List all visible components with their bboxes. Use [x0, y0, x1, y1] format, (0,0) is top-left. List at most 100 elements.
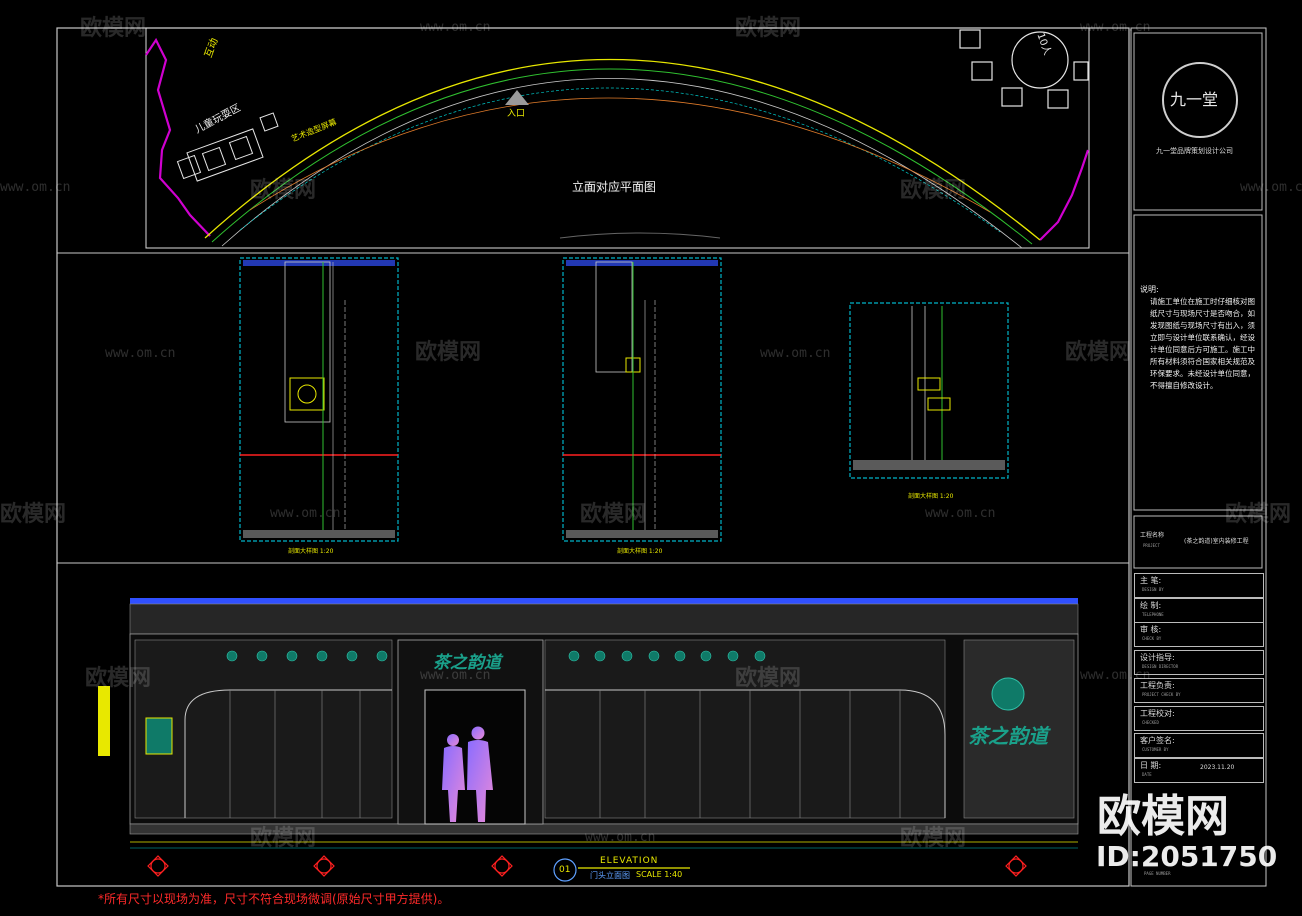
- watermark-brand: 欧模网: [415, 340, 482, 365]
- section-2: [562, 257, 722, 542]
- plan-label-entrance: 入口: [507, 109, 526, 119]
- plan-tables-left: [176, 112, 279, 182]
- watermark-url: www.om.cn: [1240, 180, 1302, 195]
- title-block-row-sub: CHECKED: [1142, 720, 1159, 725]
- title-block-lines: [1133, 32, 1263, 569]
- company-logo-ring: [1162, 62, 1238, 138]
- brand-emblem: [991, 677, 1025, 711]
- title-block-row-sub: CHECK BY: [1142, 636, 1162, 641]
- section-caption-3: 剖面大样图 1:20: [908, 493, 954, 500]
- watermark-brand: 欧模网: [900, 178, 967, 203]
- title-block-row: [1134, 573, 1264, 598]
- elevation-number: 01: [559, 865, 571, 875]
- elev-fascia: [129, 603, 1079, 635]
- watermark-url: www.om.cn: [0, 180, 71, 195]
- plan-round-table: [959, 29, 1089, 109]
- watermark-brand: 欧模网: [0, 502, 67, 527]
- plan-view: [145, 27, 1090, 249]
- wall-brand-text: 茶之韵道: [968, 724, 1048, 748]
- plan-arc-inner: [221, 78, 1023, 249]
- elevation-scale: SCALE 1:40: [636, 870, 683, 879]
- title-block-row-sub: DESIGN BY: [1142, 587, 1164, 592]
- watermark-url: www.om.cn: [580, 180, 651, 195]
- blade-sign: [98, 686, 110, 756]
- title-block-row: [1134, 650, 1264, 675]
- watermark-big-brand: 欧模网: [1097, 791, 1229, 842]
- title-block-row: [1134, 678, 1264, 703]
- elevation-subtitle: 门头立面图: [590, 871, 630, 880]
- watermark-id: ID:2051750: [1096, 840, 1278, 873]
- title-block-row-label: 客户签名:: [1140, 736, 1175, 745]
- title-block-row-label: 日 期:: [1140, 761, 1162, 770]
- plan-wall-left: [145, 37, 211, 237]
- watermark-brand: 欧模网: [1065, 340, 1132, 365]
- title-block-row-label: 绘 制:: [1140, 601, 1162, 610]
- title-block-row-label: 工程校对:: [1140, 709, 1175, 718]
- project-name: (茶之韵道)室内装修工程: [1184, 538, 1249, 545]
- plan-hint: [559, 232, 721, 239]
- elevation-title: ELEVATION: [600, 856, 659, 866]
- watermark-url: www.om.cn: [1080, 20, 1151, 35]
- watermark-url: www.om.cn: [105, 346, 176, 361]
- title-block-row-sub: TELEPHONE: [1142, 612, 1164, 617]
- watermark-url: www.om.cn: [420, 668, 491, 683]
- title-block-row-value: 2023.11.20: [1200, 764, 1235, 771]
- elev-base: [129, 823, 1079, 835]
- watermark-brand: 欧模网: [735, 666, 802, 691]
- section-caption-1: 剖面大样图 1:20: [288, 548, 334, 555]
- door-sign-text: 茶之韵道: [433, 653, 501, 673]
- entrance-marker: [505, 90, 529, 105]
- title-block-row-sub: DATE: [1142, 772, 1152, 777]
- project-label: 工程名称: [1140, 532, 1165, 539]
- watermark-brand: 欧模网: [735, 16, 802, 41]
- plan-arc-outer: [204, 58, 1041, 241]
- plan-title: 立面对应平面图: [572, 180, 657, 194]
- axis-markers: [147, 855, 1027, 877]
- watermark-brand: 欧模网: [1225, 502, 1292, 527]
- watermark-brand: 欧模网: [900, 826, 967, 851]
- watermark-url: www.om.cn: [270, 506, 341, 521]
- elevation-view: [98, 598, 1079, 882]
- watermark-brand: 欧模网: [250, 826, 317, 851]
- notes-heading: 说明:: [1140, 285, 1159, 294]
- title-block-row-sub: PROJECT CHECK BY: [1142, 692, 1181, 697]
- elev-title-bubble: [553, 858, 577, 882]
- plan-arc-green: [211, 68, 1033, 245]
- plan-arc-orange: [249, 97, 991, 213]
- watermark-url: www.om.cn: [760, 346, 831, 361]
- section-3: [849, 302, 1009, 479]
- title-block-row: [1134, 706, 1264, 731]
- company-logo-text: 九一堂: [1170, 90, 1219, 109]
- people-silhouette: [442, 726, 493, 822]
- plan-arc-dim: [239, 87, 1001, 233]
- title-block-row-label: 设计指导:: [1140, 653, 1175, 662]
- watermark-url: www.om.cn: [925, 506, 996, 521]
- section-1: [239, 257, 399, 542]
- title-block-row-label: 工程负责:: [1140, 681, 1175, 690]
- title-block-row-label: 主 笔:: [1140, 576, 1162, 585]
- watermark-brand: 欧模网: [580, 502, 647, 527]
- title-block-row: [1134, 733, 1264, 758]
- footer-note: *所有尺寸以现场为准，尺寸不符合现场微调(原始尺寸甲方提供)。: [98, 892, 450, 906]
- elev-top-band: [130, 598, 1078, 604]
- plan-wall-right: [1039, 149, 1090, 241]
- title-block-row: [1134, 622, 1264, 647]
- watermark-brand: 欧模网: [85, 666, 152, 691]
- section-caption-2: 剖面大样图 1:20: [617, 548, 663, 555]
- company-name: 九一堂品牌策划设计公司: [1156, 147, 1233, 155]
- watermark-brand: 欧模网: [80, 16, 147, 41]
- page-number-label: PAGE NUMBER: [1144, 871, 1171, 876]
- title-block-row: [1134, 758, 1264, 783]
- title-block-row-label: 审 核:: [1140, 625, 1162, 634]
- notes-body: 请施工单位在施工时仔细核对图纸尺寸与现场尺寸是否吻合，如发现图纸与现场尺寸有出入…: [1150, 297, 1255, 390]
- project-label-en: PROJECT: [1143, 543, 1160, 548]
- title-block-row-sub: CUSTOMER BY: [1142, 747, 1169, 752]
- title-block-row-sub: DESIGN DIRECTOR: [1142, 664, 1179, 669]
- title-block-border: [1130, 27, 1267, 887]
- elev-ornaments: [226, 650, 766, 662]
- watermark-url: www.om.cn: [420, 20, 491, 35]
- watermark-url: www.om.cn: [585, 830, 656, 845]
- watermark-brand: 欧模网: [250, 178, 317, 203]
